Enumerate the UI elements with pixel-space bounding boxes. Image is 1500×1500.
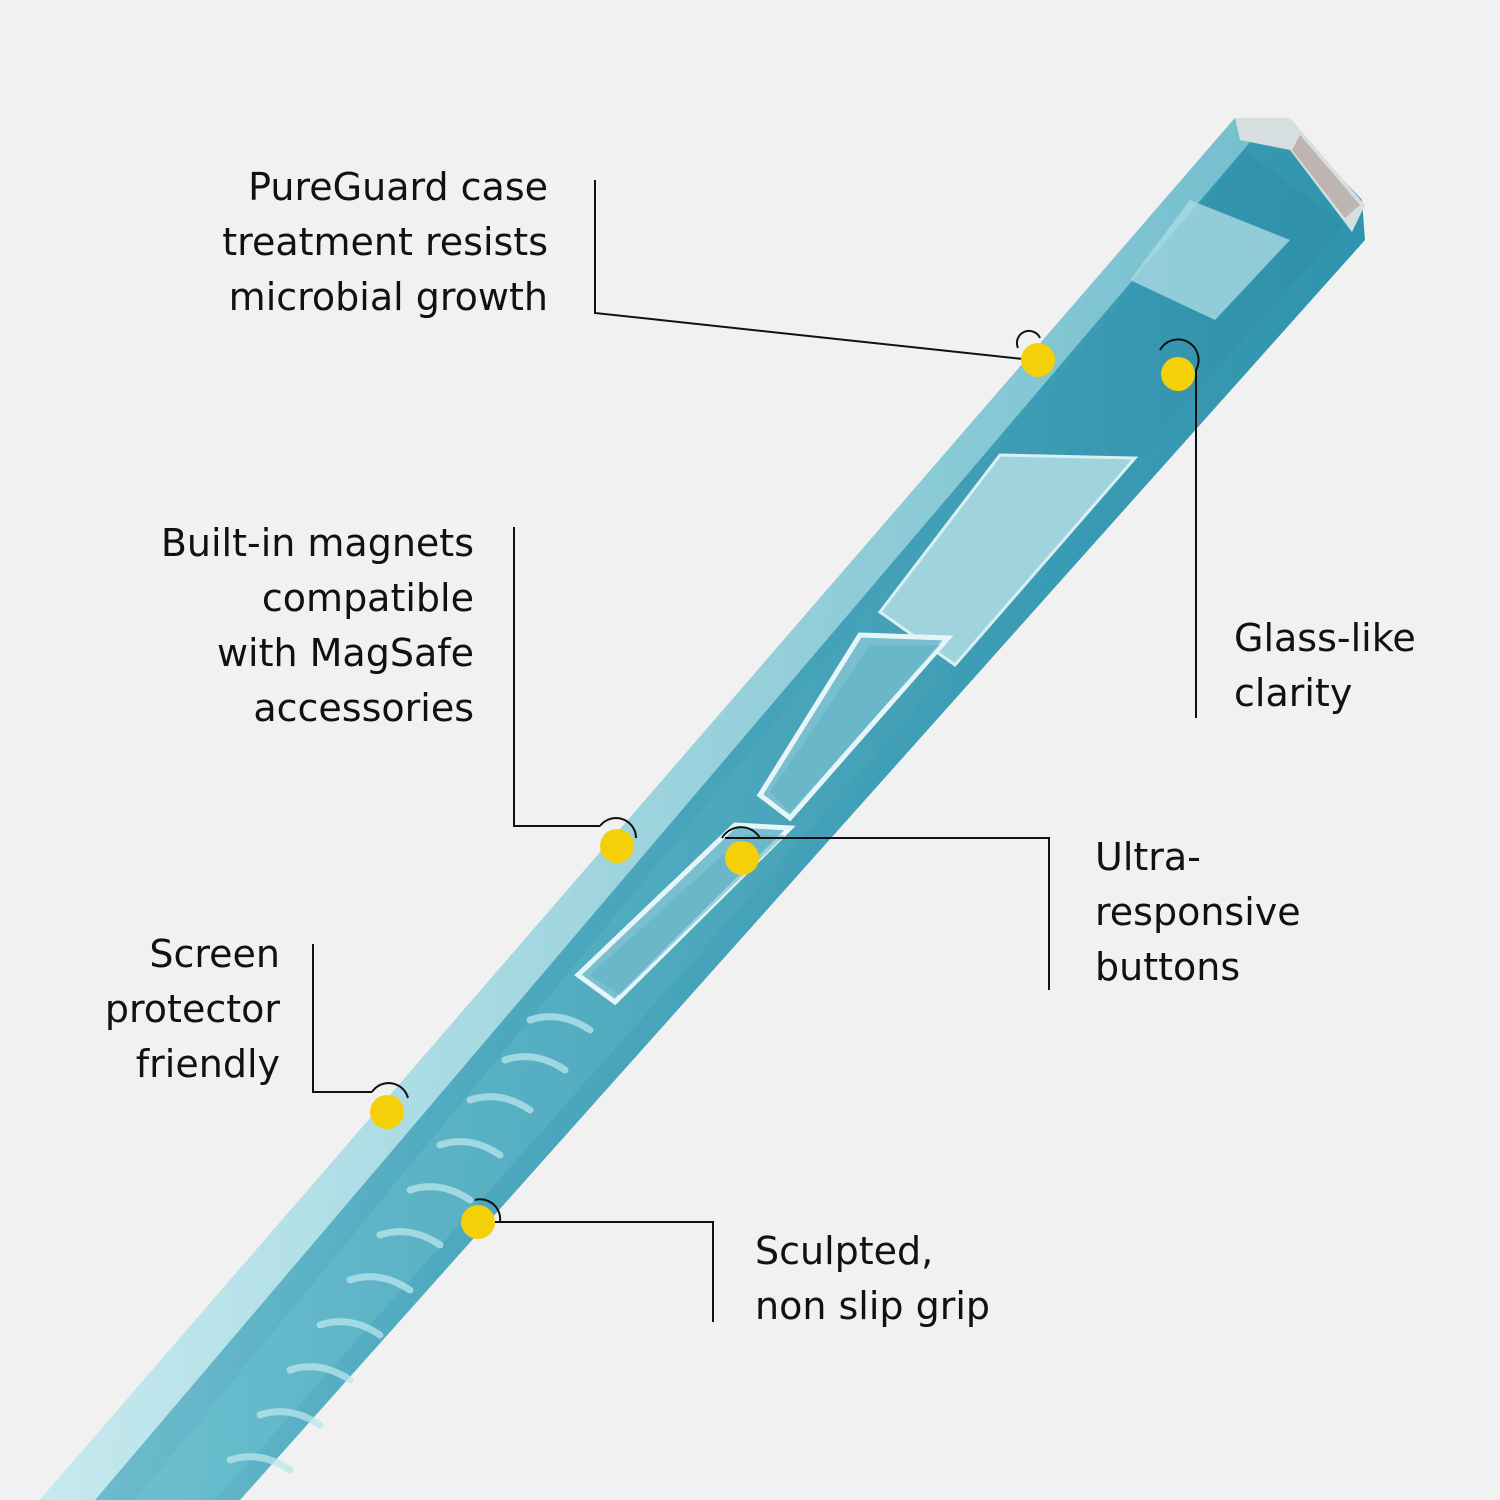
leader-grip	[485, 1221, 714, 1322]
callout-sculpted-grip: Sculpted, non slip grip	[755, 1224, 990, 1334]
callout-line: Ultra-	[1095, 835, 1201, 879]
callout-line: non slip grip	[755, 1284, 991, 1328]
callout-line: Glass-like	[1234, 616, 1416, 660]
leader-magnets	[513, 527, 600, 827]
callout-line: PureGuard case	[248, 165, 548, 209]
side-button-recess	[877, 453, 1139, 668]
callout-responsive-buttons: Ultra- responsive buttons	[1095, 830, 1301, 995]
callout-line: compatible	[261, 576, 474, 620]
case-outer-edge	[40, 118, 1262, 1500]
callout-magsafe-magnets: Built-in magnets compatible with MagSafe…	[161, 516, 474, 736]
case-top-cap	[1235, 118, 1365, 232]
callout-line: responsive	[1095, 890, 1301, 934]
leader-buttons	[725, 837, 1050, 990]
callout-line: accessories	[253, 686, 474, 730]
callout-screen-protector: Screen protector friendly	[105, 927, 280, 1092]
marker-pureguard-dot	[1021, 343, 1055, 377]
leader-screen	[312, 944, 372, 1093]
callout-pureguard-case: PureGuard case treatment resists microbi…	[222, 160, 548, 325]
callout-line: buttons	[1095, 945, 1241, 989]
callout-glass-clarity: Glass-like clarity	[1234, 611, 1416, 721]
leader-lines	[312, 180, 1200, 1322]
markers	[370, 343, 1195, 1239]
callout-line: Screen	[149, 932, 280, 976]
callout-line: clarity	[1234, 671, 1353, 715]
callout-line: protector	[104, 987, 280, 1031]
callout-line: with MagSafe	[216, 631, 474, 675]
callout-line: microbial growth	[228, 275, 548, 319]
marker-screen-dot	[370, 1095, 404, 1129]
marker-grip-dot	[461, 1205, 495, 1239]
marker-glass-dot	[1161, 357, 1195, 391]
marker-magnets-dot	[600, 829, 634, 863]
callout-line: Built-in magnets	[160, 521, 474, 565]
callout-line: Sculpted,	[755, 1229, 934, 1273]
callout-line: treatment resists	[222, 220, 548, 264]
marker-buttons-dot	[725, 841, 759, 875]
leader-pureguard	[594, 180, 1033, 361]
case-top-highlight	[1130, 200, 1290, 320]
grip-ridges	[226, 1013, 594, 1474]
callout-line: friendly	[135, 1042, 280, 1086]
